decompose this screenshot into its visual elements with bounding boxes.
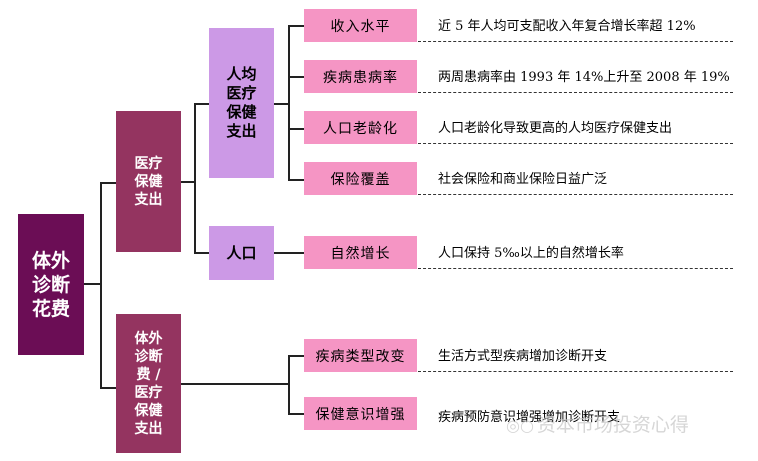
connector-line <box>181 383 288 385</box>
medical-expense-node: 医疗 保健 支出 <box>116 111 181 252</box>
connector-line <box>288 76 304 78</box>
connector-line <box>84 283 100 285</box>
connector-line <box>274 103 288 105</box>
connector-line <box>288 128 304 130</box>
connector-line <box>288 179 304 181</box>
connector-line <box>100 387 116 389</box>
factor-description: 生活方式型疾病增加诊断开支 <box>438 349 608 364</box>
per-capita-expense-node: 人均 医疗 保健 支出 <box>209 28 274 178</box>
ivd-ratio-node: 体外 诊断 费 / 医疗 保健 支出 <box>116 314 181 453</box>
factor-description: 两周患病率由 1993 年 14%上升至 2008 年 19% <box>438 70 730 85</box>
dashed-divider <box>418 194 733 195</box>
factor-health-awareness: 保健意识增强 <box>304 397 417 430</box>
factor-description: 疾病预防意识增强增加诊断开支 <box>438 410 621 425</box>
factor-insurance: 保险覆盖 <box>304 162 417 195</box>
root-node: 体外 诊断 花费 <box>18 214 84 355</box>
connector-line <box>194 103 209 105</box>
connector-line <box>288 355 304 357</box>
factor-description: 社会保险和商业保险日益广泛 <box>438 172 608 187</box>
dashed-divider <box>418 371 733 372</box>
connector-line <box>288 25 290 180</box>
dashed-divider <box>418 92 733 93</box>
connector-line <box>194 103 196 253</box>
connector-line <box>288 25 304 27</box>
factor-description: 人口保持 5‰以上的自然增长率 <box>438 246 624 261</box>
connector-line <box>100 182 102 388</box>
factor-description: 人口老龄化导致更高的人均医疗保健支出 <box>438 121 673 136</box>
factor-disease-type: 疾病类型改变 <box>304 339 417 372</box>
factor-income: 收入水平 <box>304 9 417 42</box>
connector-line <box>288 413 304 415</box>
dashed-divider <box>418 143 733 144</box>
watermark: ◎○资本市场投资心得 <box>506 410 689 437</box>
factor-natural-growth: 自然增长 <box>304 236 417 269</box>
wechat-icon: ◎○ <box>506 416 534 435</box>
dashed-divider <box>418 268 733 269</box>
factor-description: 近 5 年人均可支配收入年复合增长率超 12% <box>438 19 696 34</box>
dashed-divider <box>418 41 733 42</box>
connector-line <box>181 181 195 183</box>
connector-line <box>274 252 304 254</box>
population-node: 人口 <box>209 226 274 280</box>
connector-line <box>100 182 116 184</box>
connector-line <box>288 355 290 414</box>
factor-aging: 人口老龄化 <box>304 111 417 144</box>
factor-morbidity: 疾病患病率 <box>304 60 417 93</box>
connector-line <box>194 252 209 254</box>
watermark-text: 资本市场投资心得 <box>536 414 689 436</box>
